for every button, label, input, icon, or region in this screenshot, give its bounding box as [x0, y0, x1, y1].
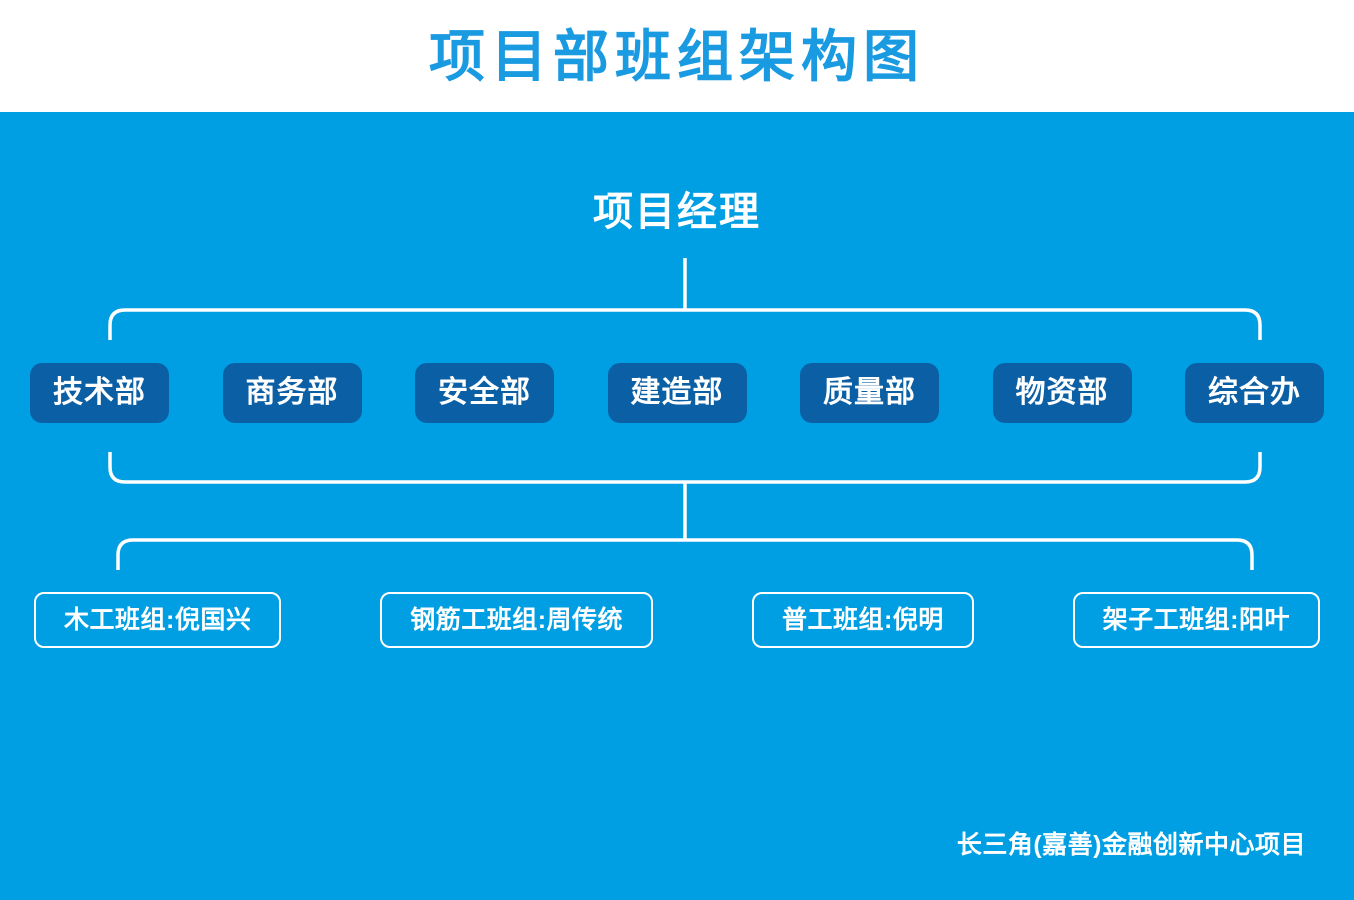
department-node[interactable]: 安全部 — [415, 363, 554, 423]
team-node[interactable]: 木工班组:倪国兴 — [34, 592, 282, 648]
project-name-footer: 长三角(嘉善)金融创新中心项目 — [956, 831, 1306, 859]
department-label: 物资部 — [1015, 376, 1109, 409]
team-node[interactable]: 普工班组:倪明 — [751, 592, 974, 648]
team-label: 架子工班组:阳叶 — [1102, 605, 1290, 634]
department-node[interactable]: 建造部 — [607, 363, 747, 423]
department-label: 安全部 — [438, 376, 531, 409]
team-row: 木工班组:倪国兴 钢筋工班组:周传统 普工班组:倪明 架子工班组:阳叶 — [34, 592, 1320, 648]
department-row: 技术部 商务部 安全部 建造部 质量部 物资部 综合办 — [30, 363, 1324, 423]
department-node[interactable]: 综合办 — [1185, 363, 1324, 423]
team-label: 钢筋工班组:周传统 — [410, 605, 624, 634]
connector-team-bracket — [116, 538, 1254, 570]
connector-department-lower-bracket — [108, 452, 1262, 484]
chart-header: 项目部班组架构图 — [0, 0, 1354, 112]
connector-department-bracket — [108, 308, 1262, 340]
node-project-manager-label: 项目经理 — [593, 190, 761, 234]
org-chart-panel: 项目经理 技术部 商务部 安全部 建造部 质量部 物资部 综合办 — [0, 112, 1354, 900]
department-node[interactable]: 质量部 — [800, 363, 939, 423]
department-label: 综合办 — [1208, 376, 1301, 409]
department-label: 技术部 — [53, 376, 146, 409]
team-node[interactable]: 架子工班组:阳叶 — [1072, 592, 1320, 648]
department-label: 商务部 — [245, 376, 339, 409]
department-node[interactable]: 商务部 — [222, 363, 362, 423]
node-project-manager[interactable]: 项目经理 — [0, 192, 1354, 232]
department-node[interactable]: 物资部 — [992, 363, 1132, 423]
department-label: 质量部 — [823, 376, 916, 409]
department-node[interactable]: 技术部 — [30, 363, 169, 423]
department-label: 建造部 — [630, 376, 724, 409]
page-title: 项目部班组架构图 — [429, 25, 925, 88]
team-label: 普工班组:倪明 — [781, 605, 944, 634]
team-label: 木工班组:倪国兴 — [64, 605, 252, 634]
team-node[interactable]: 钢筋工班组:周传统 — [380, 592, 654, 648]
